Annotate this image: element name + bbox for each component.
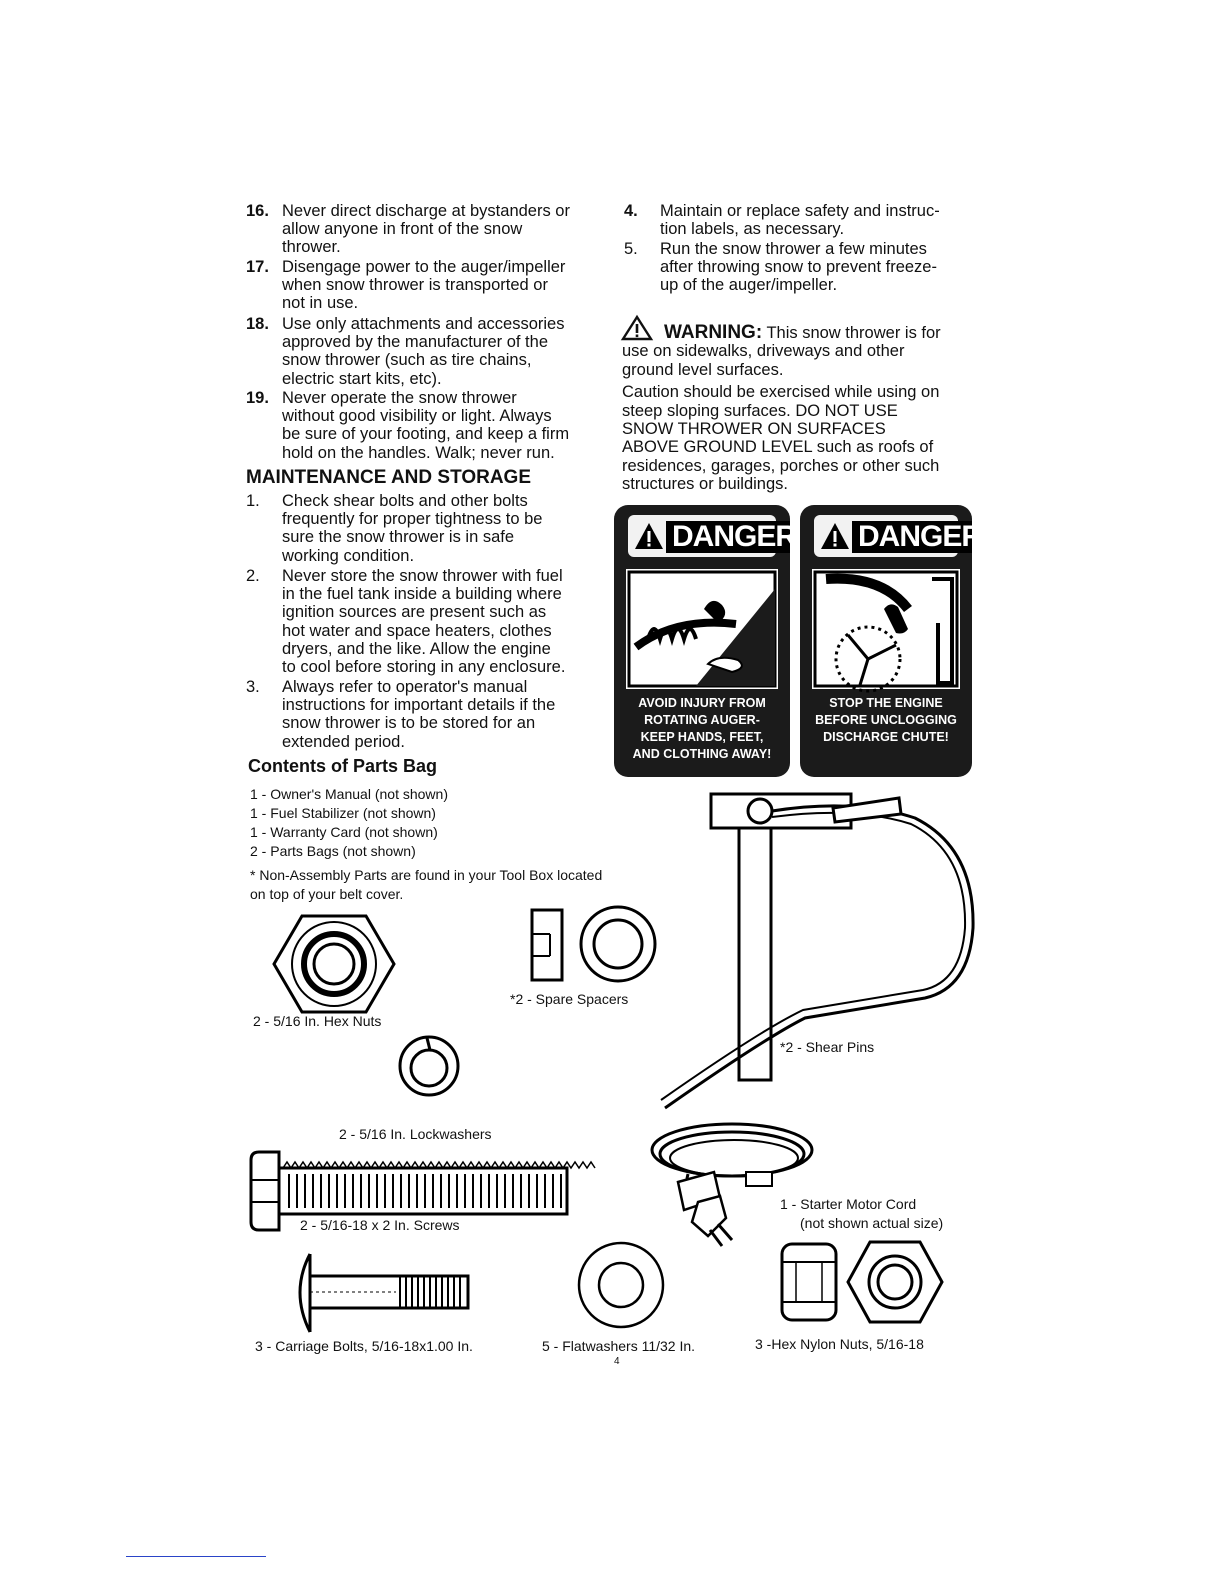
caution-text: Caution should be exercised while using … <box>622 383 940 494</box>
danger-title: DANGER <box>666 521 790 553</box>
danger-header: DANGER <box>628 515 790 557</box>
warning-block: WARNING: This snow thrower is for use on… <box>620 314 992 494</box>
item-number: 19. <box>246 389 269 407</box>
screws-caption: 2 - 5/16-18 x 2 In. Screws <box>300 1217 460 1233</box>
warning-text-2: use on sidewalks, driveways and other gr… <box>622 342 905 379</box>
warning-label: WARNING: <box>664 322 763 343</box>
hex-nuts-caption: 2 - 5/16 In. Hex Nuts <box>253 1013 382 1029</box>
warning-line: WARNING: This snow thrower is for <box>620 314 992 343</box>
warning-triangle-icon <box>821 523 849 549</box>
item-number: 4. <box>624 202 638 220</box>
starter-cord-icon <box>650 1122 814 1247</box>
parts-bag-heading: Contents of Parts Bag <box>248 756 438 776</box>
flatwasher-icon <box>577 1241 665 1329</box>
parts-bag-note: * Non-Assembly Parts are found in your T… <box>250 867 603 883</box>
item-number: 17. <box>246 258 269 276</box>
danger-label-auger: DANGER AVOID INJURY FROM ROTATING AUGER-… <box>614 505 790 777</box>
cord-caption-note: (not shown actual size) <box>800 1215 944 1231</box>
item-text: Disengage power to the auger/impeller wh… <box>282 258 566 313</box>
item-number: 16. <box>246 202 269 220</box>
maintenance-heading: MAINTENANCE AND STORAGE <box>246 467 532 488</box>
item-text: Check shear bolts and other bolts freque… <box>282 492 543 565</box>
item-text: Maintain or replace safety and instruc- … <box>660 202 940 239</box>
item-text: Never direct discharge at bystanders or … <box>282 202 570 257</box>
warning-text: This snow thrower is for <box>762 324 941 342</box>
item-text: Never store the snow thrower with fuel i… <box>282 567 566 677</box>
parts-bag-line: 1 - Owner's Manual (not shown) <box>250 786 448 802</box>
cord-caption: 1 - Starter Motor Cord <box>780 1196 917 1212</box>
nylon-nut-top-icon <box>846 1240 944 1324</box>
auger-hazard-pictogram <box>626 569 778 689</box>
carriage-bolt-icon <box>298 1253 470 1333</box>
spacer-side-icon <box>530 908 564 982</box>
parts-bag-note: on top of your belt cover. <box>250 886 404 902</box>
item-number: 1. <box>246 492 260 510</box>
lockwasher-icon <box>398 1035 460 1097</box>
chute-hazard-pictogram <box>812 569 960 693</box>
item-text: Never operate the snow thrower without g… <box>282 389 570 462</box>
danger-header: DANGER <box>814 515 972 557</box>
shear-pin-icon <box>660 792 975 1110</box>
hex-screw-icon <box>249 1150 596 1232</box>
footer-rule <box>126 1556 266 1557</box>
item-number: 3. <box>246 678 260 696</box>
carriage-bolts-caption: 3 - Carriage Bolts, 5/16-18x1.00 In. <box>255 1338 473 1354</box>
warning-triangle-icon <box>635 523 663 549</box>
shear-pins-caption: *2 - Shear Pins <box>780 1039 875 1055</box>
parts-bag-line: 2 - Parts Bags (not shown) <box>250 843 416 859</box>
danger-label-chute: DANGER STOP THE ENGINE BEFORE UNCLOGGING… <box>800 505 972 777</box>
lockwashers-caption: 2 - 5/16 In. Lockwashers <box>339 1126 492 1142</box>
item-number: 2. <box>246 567 260 585</box>
spacer-ring-icon <box>579 905 657 983</box>
item-number: 5. <box>624 240 638 258</box>
item-text: Use only attachments and accessories app… <box>282 315 565 388</box>
danger-message: AVOID INJURY FROM ROTATING AUGER- KEEP H… <box>632 696 772 761</box>
nylon-nut-side-icon <box>780 1242 838 1322</box>
page-number: 4 <box>614 1356 620 1367</box>
hex-nut-icon <box>272 914 396 1014</box>
parts-bag-line: 1 - Warranty Card (not shown) <box>250 824 438 840</box>
item-text: Run the snow thrower a few minutes after… <box>660 240 937 295</box>
item-text: Always refer to operator's manual instru… <box>282 678 556 751</box>
flatwashers-caption: 5 - Flatwashers 11/32 In. <box>542 1338 696 1354</box>
danger-title: DANGER <box>852 521 972 553</box>
warning-triangle-icon <box>620 314 654 341</box>
spacers-caption: *2 - Spare Spacers <box>510 991 629 1007</box>
item-number: 18. <box>246 315 269 333</box>
danger-message: STOP THE ENGINE BEFORE UNCLOGGING DISCHA… <box>815 696 957 744</box>
parts-bag-line: 1 - Fuel Stabilizer (not shown) <box>250 805 436 821</box>
nylon-nuts-caption: 3 -Hex Nylon Nuts, 5/16-18 <box>755 1336 924 1352</box>
